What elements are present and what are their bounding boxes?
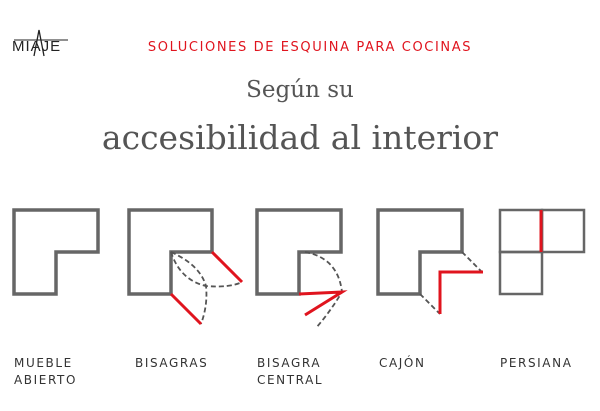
logo: MIAJE bbox=[12, 28, 70, 62]
label-line: ABIERTO bbox=[14, 373, 78, 387]
label-line: MUEBLE bbox=[14, 356, 73, 370]
central-hinge-unit-shape bbox=[255, 208, 343, 296]
label-line: PERSIANA bbox=[500, 356, 573, 370]
folding-door-red bbox=[298, 290, 348, 317]
label-open-unit: MUEBLE ABIERTO bbox=[14, 355, 77, 389]
drawer-guide bbox=[419, 293, 441, 315]
label-hinges: BISAGRAS bbox=[135, 355, 208, 372]
open-unit-shape bbox=[12, 208, 100, 296]
label-line: CENTRAL bbox=[257, 373, 324, 387]
logo-mark bbox=[14, 29, 68, 57]
subtitle-line2: accesibilidad al interior bbox=[101, 118, 499, 157]
door-swing-arc bbox=[170, 251, 243, 288]
label-shutter: PERSIANA bbox=[500, 355, 573, 372]
subtitle-line1: Según su bbox=[246, 77, 354, 103]
label-line: BISAGRAS bbox=[135, 356, 209, 370]
label-line: CAJÓN bbox=[379, 356, 426, 370]
hinges-unit-shape bbox=[127, 208, 214, 296]
door-swing-arc bbox=[304, 251, 343, 329]
header-title: SOLUCIONES DE ESQUINA PARA COCINAS bbox=[147, 40, 473, 55]
label-drawer: CAJÓN bbox=[379, 355, 426, 372]
label-line: BISAGRA bbox=[257, 356, 322, 370]
logo-text: MIAJE bbox=[12, 38, 62, 55]
door-red bbox=[210, 250, 244, 284]
door-red bbox=[169, 292, 203, 326]
label-central-hinge: BISAGRA CENTRAL bbox=[257, 355, 323, 389]
drawer-red bbox=[438, 270, 483, 314]
drawer-guide bbox=[461, 251, 483, 273]
drawer-unit-shape bbox=[376, 208, 464, 296]
